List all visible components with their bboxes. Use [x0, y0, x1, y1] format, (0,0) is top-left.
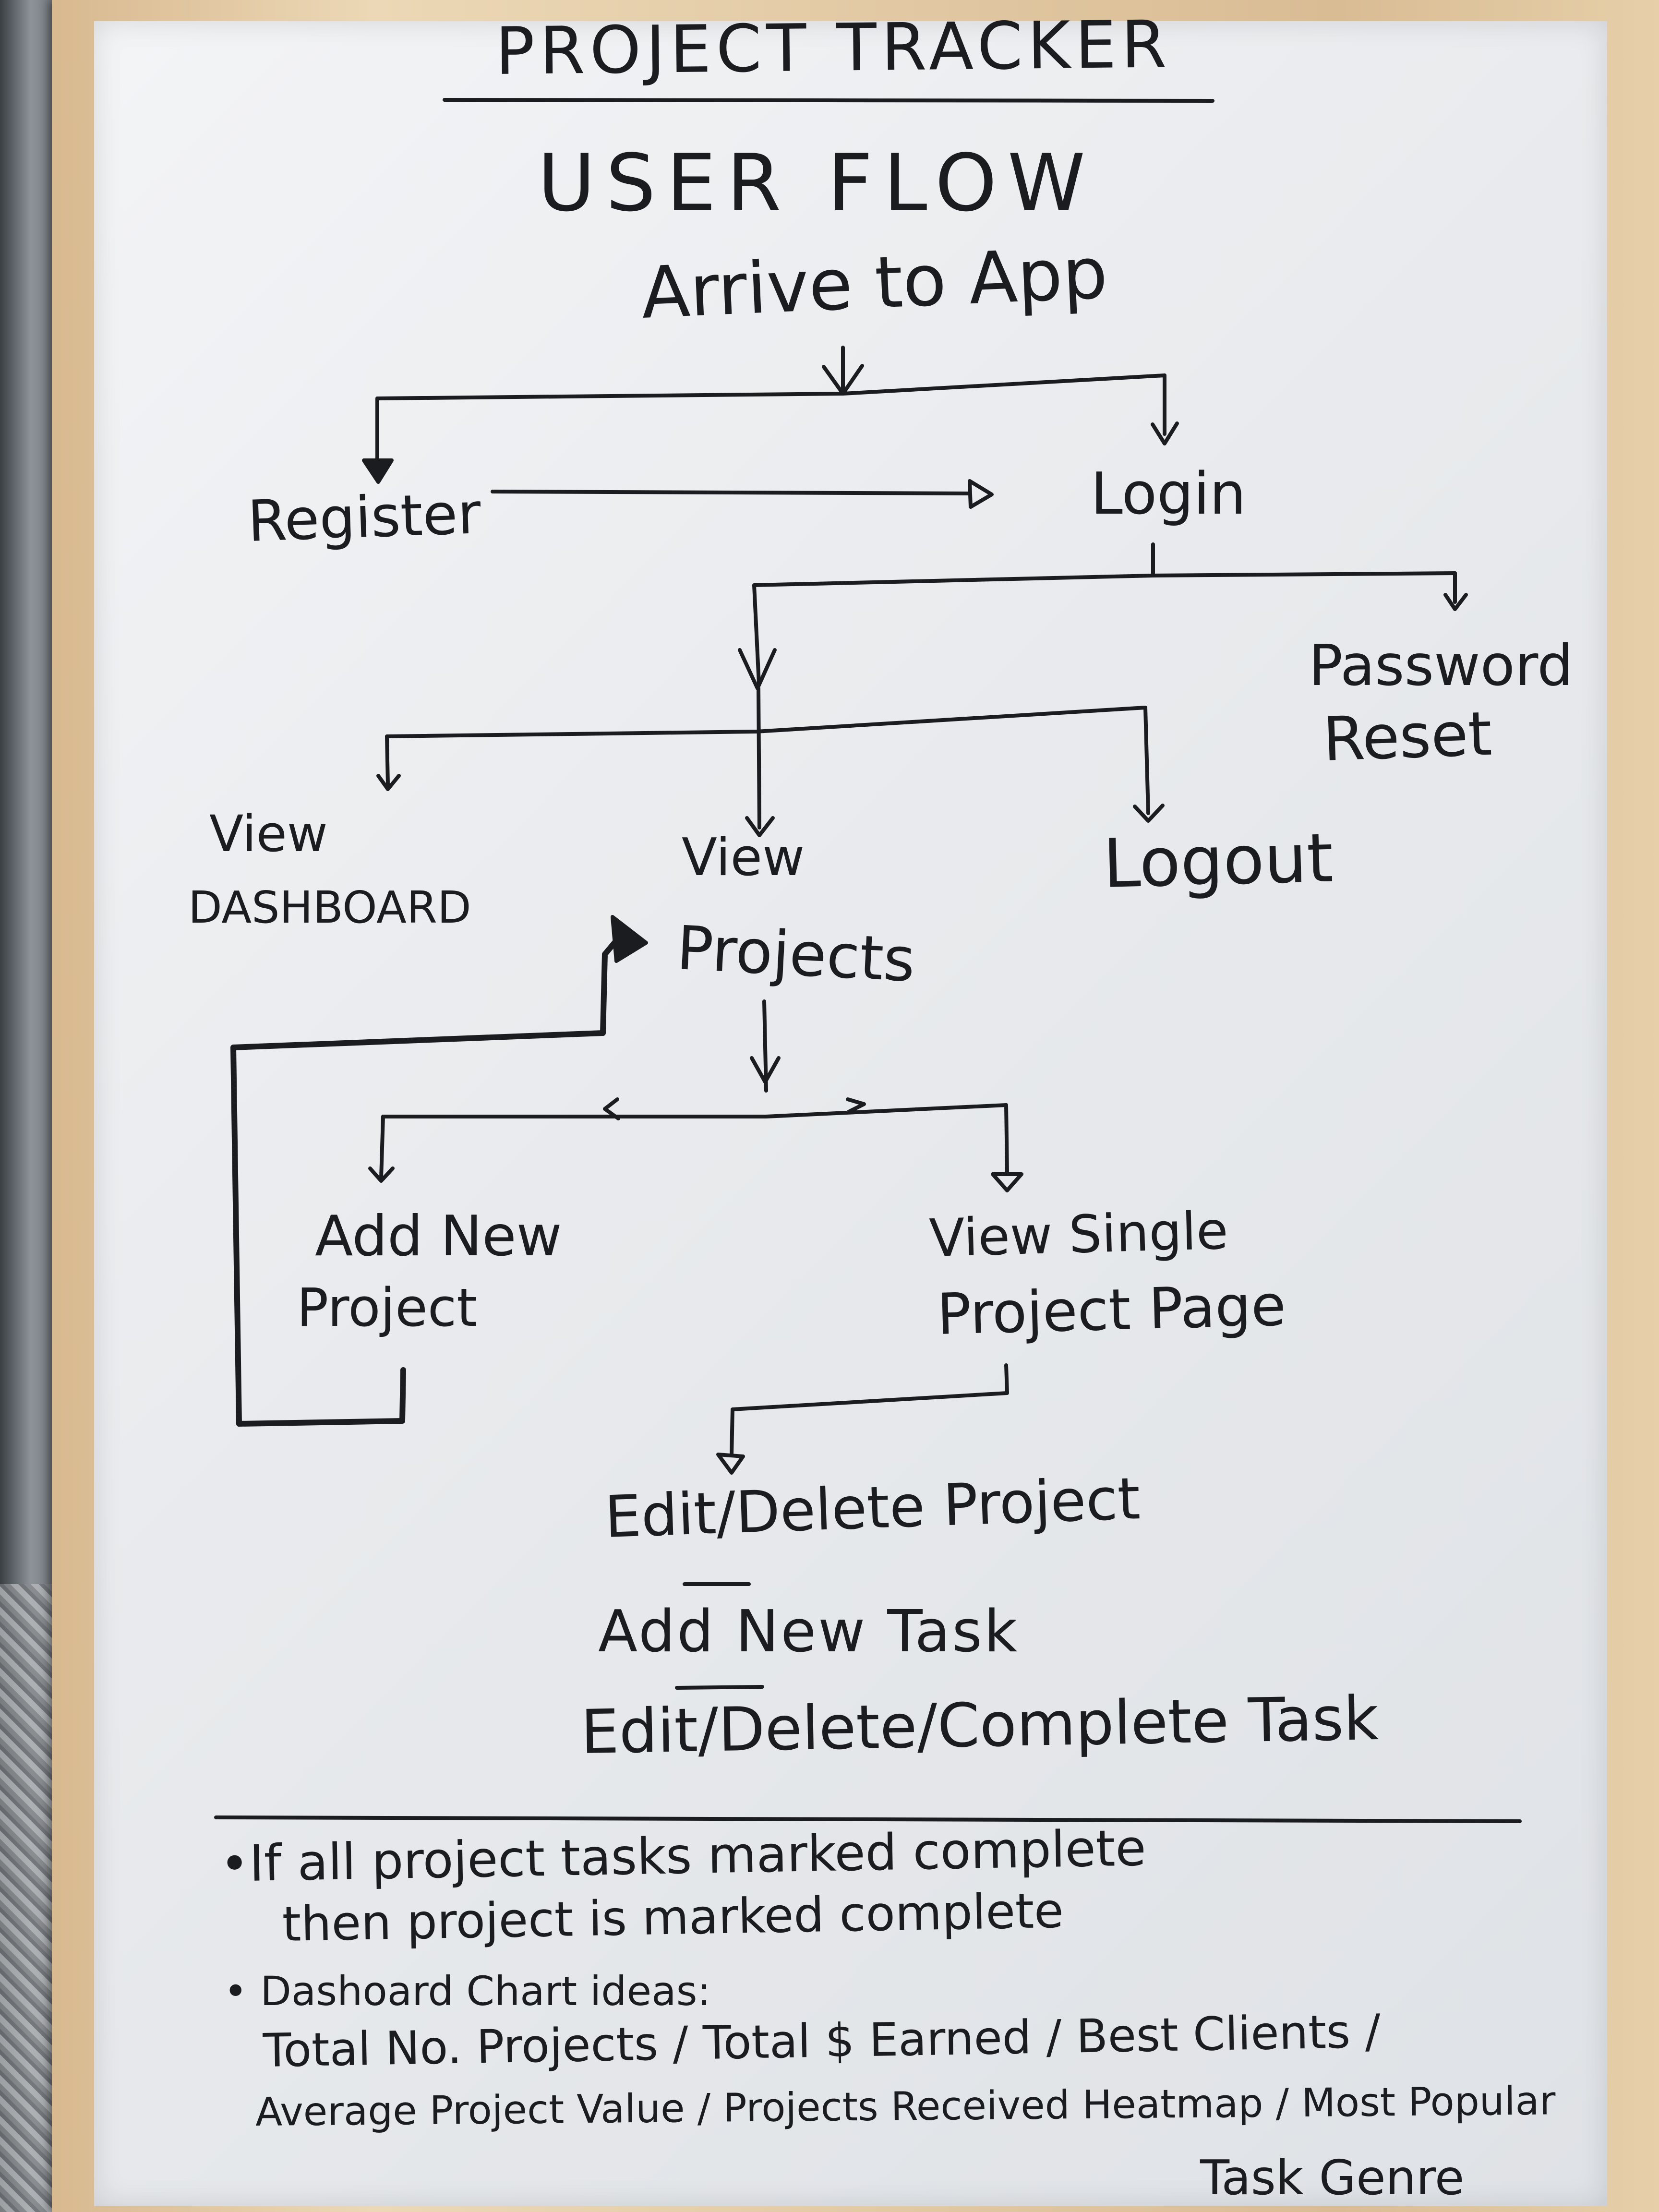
projects-stem — [762, 999, 768, 1093]
single-page-arrowhead — [991, 1172, 1023, 1192]
branch-to-add-project — [379, 1115, 385, 1180]
login-branch-line — [752, 571, 1457, 587]
flow-connectors — [214, 98, 1522, 1823]
node-view-projects-line2: Projects — [675, 913, 917, 996]
register-to-login-line — [491, 490, 970, 495]
edit-project-arrowhead — [716, 1453, 745, 1475]
whiteboard: PROJECT TRACKER USER FLOW Arrive to App … — [94, 7, 1607, 2206]
note-2-line-1: • Dashoard Chart ideas: — [224, 1968, 711, 2015]
projects-arrowhead — [745, 816, 775, 837]
add-task-divider — [675, 1685, 764, 1690]
node-register: Register — [246, 480, 482, 554]
logout-arrowhead — [1133, 804, 1165, 823]
main-split-line — [385, 706, 1147, 738]
branch-to-logout — [1143, 706, 1150, 815]
node-view-projects-line1: View — [682, 828, 805, 888]
node-login: Login — [1091, 461, 1246, 528]
node-add-new-project-line2: Project — [297, 1277, 478, 1338]
title-underline — [443, 98, 1214, 103]
split-left-chevron — [603, 1097, 620, 1120]
node-add-new-project-line1: Add New — [315, 1204, 562, 1269]
node-edit-delete-complete-task: Edit/Delete/Complete Task — [580, 1683, 1380, 1767]
node-view-dashboard-line1: View — [209, 805, 328, 863]
projects-split-line — [381, 1103, 1008, 1118]
reset-arrowhead — [1443, 593, 1468, 611]
add-project-arrowhead — [368, 1166, 395, 1183]
top-branch-line — [375, 373, 1166, 400]
node-password-reset-line2: Reset — [1322, 698, 1493, 775]
branch-to-projects — [757, 686, 761, 830]
notes-divider — [214, 1815, 1522, 1823]
page-title: PROJECT TRACKER — [495, 7, 1172, 90]
node-view-single-line2: Project Page — [936, 1272, 1287, 1347]
node-add-new-task: Add New Task — [598, 1599, 1020, 1665]
register-to-login-arrowhead — [968, 479, 994, 509]
loop-back-path — [230, 928, 627, 1427]
branch-to-single-page — [1004, 1103, 1009, 1175]
branch-to-dashboard — [385, 734, 390, 786]
page-subtitle: USER FLOW — [538, 137, 1096, 229]
node-view-dashboard-line2: DASHBOARD — [188, 882, 471, 933]
node-logout: Logout — [1102, 819, 1334, 903]
register-arrowhead — [362, 458, 394, 484]
single-page-stem — [730, 1363, 1009, 1457]
split-right-chevron — [846, 1097, 866, 1114]
node-password-reset-line1: Password — [1309, 632, 1574, 698]
loop-back-arrowhead — [611, 915, 648, 963]
projects-stem-chevron — [750, 1056, 781, 1084]
login-arrowhead — [1151, 421, 1179, 445]
login-to-main — [752, 583, 761, 685]
note-2-line-4: Task Genre — [1200, 2150, 1465, 2206]
dashboard-arrowhead — [376, 774, 401, 791]
node-view-single-line1: View Single — [928, 1201, 1229, 1269]
